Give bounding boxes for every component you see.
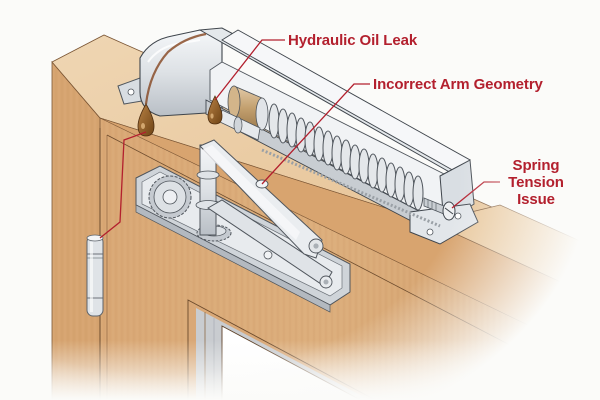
callout-spring-tension-issue: Spring Tension Issue xyxy=(500,157,572,208)
gear-large xyxy=(148,175,192,219)
callout-incorrect-arm-geometry: Incorrect Arm Geometry xyxy=(373,76,543,93)
callout-spring-line-1: Spring xyxy=(512,157,560,174)
callout-hydraulic-oil-leak: Hydraulic Oil Leak xyxy=(288,32,418,49)
hinge xyxy=(86,234,104,317)
callout-spring-line-3: Issue xyxy=(517,191,555,208)
callout-spring-line-2: Tension xyxy=(508,174,564,191)
